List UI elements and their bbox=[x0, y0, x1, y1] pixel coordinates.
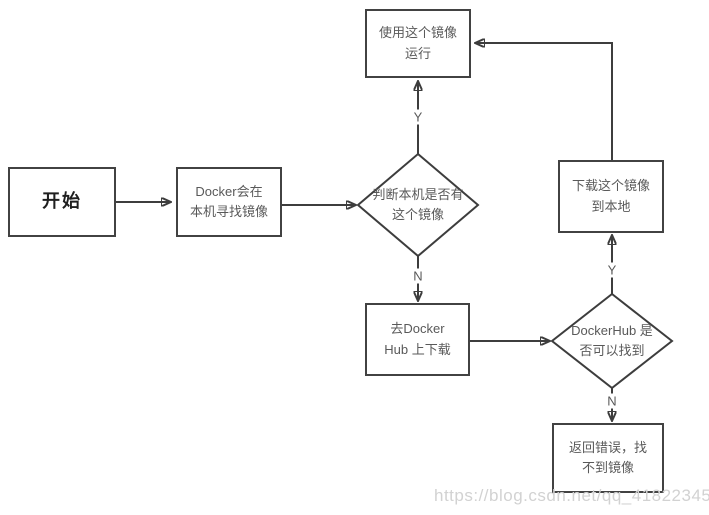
diamond-local-check bbox=[356, 152, 480, 258]
branch-label-hub-no: N bbox=[604, 393, 620, 409]
node-hub-download: 去Docker Hub 上下载 bbox=[365, 303, 470, 376]
watermark-url: https://blog.csdn.net/qq_41822345 bbox=[434, 486, 709, 505]
edge-download-to-run bbox=[476, 43, 613, 160]
branch-label-hub-yes: Y bbox=[604, 262, 620, 278]
branch-label-local-no: N bbox=[410, 268, 426, 284]
node-search-local: Docker会在 本机寻找镜像 bbox=[176, 167, 282, 237]
node-run-image: 使用这个镜像 运行 bbox=[365, 9, 471, 78]
diamond-hub-check bbox=[550, 292, 674, 390]
node-download-local: 下载这个镜像 到本地 bbox=[558, 160, 664, 233]
branch-label-local-yes: Y bbox=[410, 109, 426, 125]
node-error: 返回错误，找 不到镜像 bbox=[552, 423, 664, 493]
node-start: 开始 bbox=[8, 167, 116, 237]
